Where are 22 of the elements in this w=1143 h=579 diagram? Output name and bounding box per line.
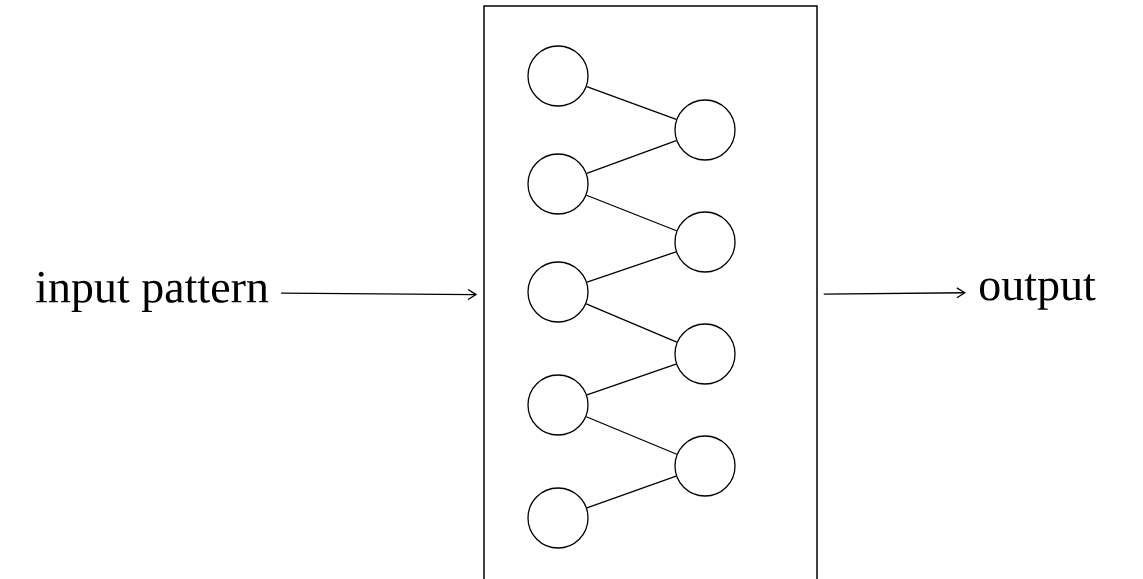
arrow [823,287,967,299]
connection-line [586,139,677,175]
circle [527,153,589,215]
text-label: output [980,274,1096,310]
connection-line [585,416,678,455]
circle [674,435,736,497]
circle [674,211,736,273]
network-box [483,5,818,579]
connection-line [585,194,678,232]
circle [674,323,736,385]
connection-line [585,303,678,343]
connection-line [586,475,677,509]
connection-line [586,363,677,396]
connection-line [586,251,677,283]
connection-line [586,85,677,121]
text-label: input pattern [36,271,269,313]
circle [527,374,589,436]
circle [527,261,589,323]
arrow [280,288,478,301]
circle [527,45,589,107]
circle [674,99,736,161]
circle [527,487,589,549]
